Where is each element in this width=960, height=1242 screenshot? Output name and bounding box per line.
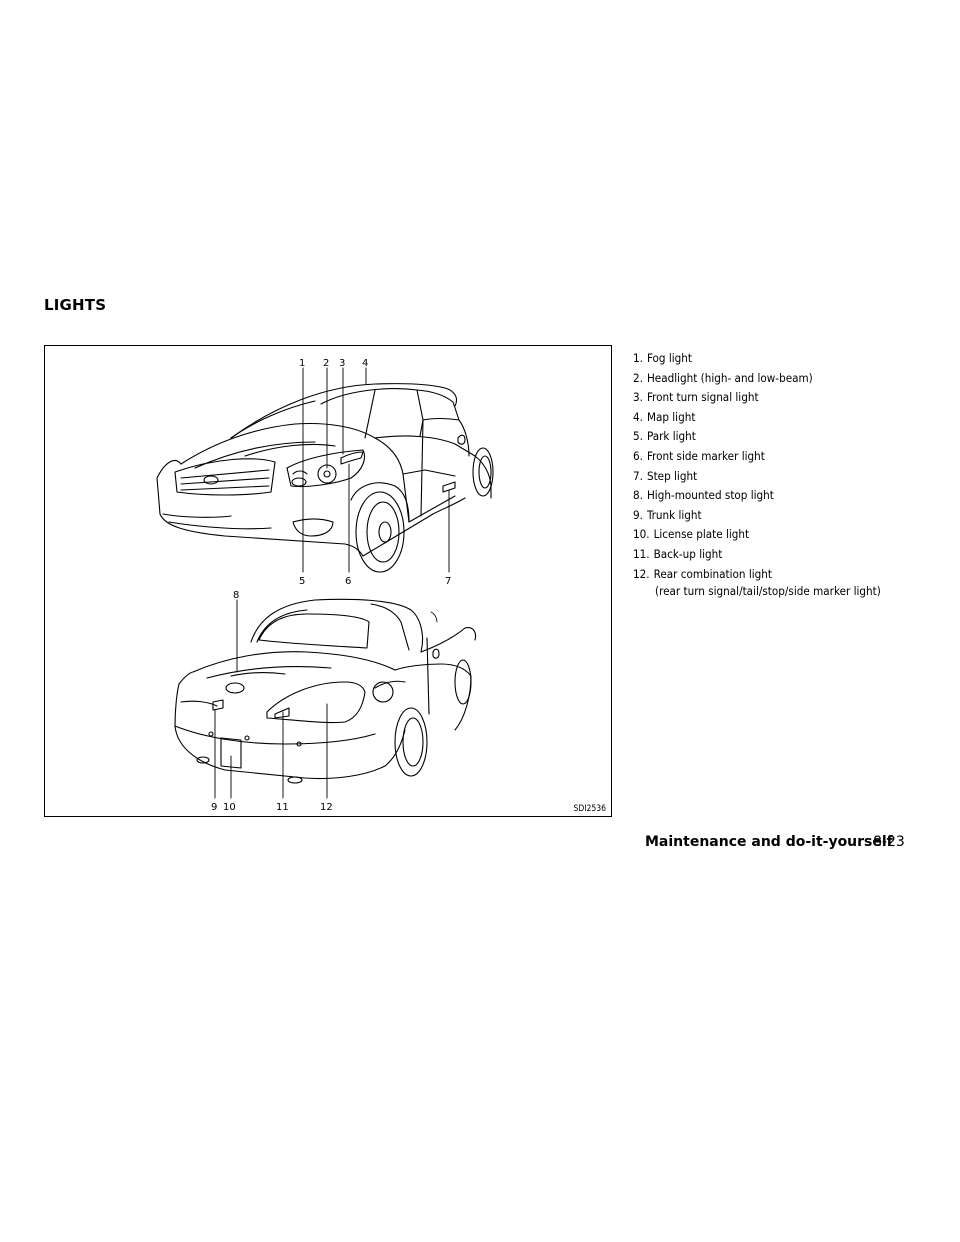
callout-numbers: 1 2 3 4 5 6 7 8 9 10 11 12 <box>211 358 451 813</box>
front-car-drawing <box>156 383 494 573</box>
callout-8: 8 <box>233 590 239 601</box>
callout-1: 1 <box>299 358 305 369</box>
callout-10: 10 <box>223 802 236 813</box>
section-title: LIGHTS <box>44 296 107 314</box>
callout-6: 6 <box>345 576 351 587</box>
callout-3: 3 <box>339 358 345 369</box>
list-item: 10.License plate light <box>633 527 750 542</box>
list-item: 5.Park light <box>633 429 696 444</box>
list-item: 4.Map light <box>633 409 696 424</box>
page-number: 8-23 <box>873 834 905 850</box>
lights-legend-list: 1.Fog light 2.Headlight (high- and low-b… <box>633 349 933 598</box>
car-illustration: 1 2 3 4 5 6 7 8 9 10 11 12 <box>156 358 494 813</box>
list-item: 12.Rear combination light(rear turn sign… <box>633 565 933 599</box>
rear-car-drawing <box>174 598 477 784</box>
callout-7: 7 <box>445 576 451 587</box>
list-item: 9.Trunk light <box>633 507 702 522</box>
list-item: 1.Fog light <box>633 351 692 365</box>
callout-4: 4 <box>362 358 368 369</box>
list-item: 8.High-mounted stop light <box>633 488 774 503</box>
list-item: 7.Step light <box>633 468 698 483</box>
callout-5: 5 <box>299 576 305 587</box>
chapter-footer: Maintenance and do-it-yourself <box>645 834 893 850</box>
figure-code: SDI2536 <box>571 804 608 814</box>
callout-9: 9 <box>211 802 217 813</box>
callout-11: 11 <box>276 802 289 813</box>
list-item: 6.Front side marker light <box>633 448 765 463</box>
callout-leader-lines <box>214 367 450 799</box>
list-item: 11.Back-up light <box>633 546 723 561</box>
callout-2: 2 <box>323 358 329 369</box>
lights-location-figure: 1 2 3 4 5 6 7 8 9 10 11 12 SDI2536 <box>44 345 612 817</box>
callout-12: 12 <box>320 802 333 813</box>
list-item: 2.Headlight (high- and low-beam) <box>633 370 813 385</box>
list-item-subtext: (rear turn signal/tail/stop/side marker … <box>655 584 881 599</box>
list-item: 3.Front turn signal light <box>633 390 759 405</box>
